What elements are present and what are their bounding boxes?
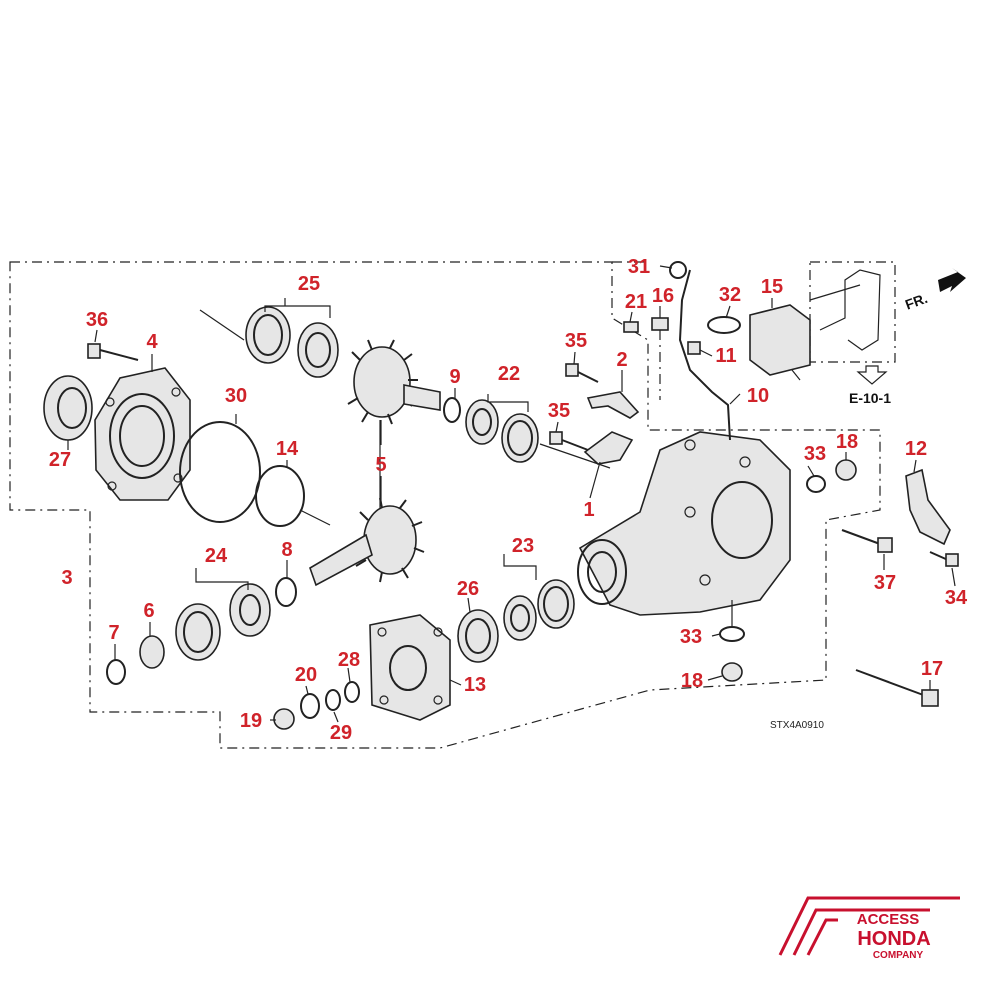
callout-1: 1 — [583, 499, 594, 521]
drawing-code: STX4A0910 — [770, 720, 824, 731]
callout-15: 15 — [761, 276, 783, 298]
callout-34: 34 — [945, 587, 968, 609]
part-18-plug-lower — [721, 662, 743, 682]
callout-numbers: 1 2 3 4 5 6 7 8 9 10 11 12 13 14 15 16 1… — [49, 256, 968, 744]
callout-35-lower: 35 — [548, 400, 570, 422]
callout-33-lower: 33 — [680, 626, 702, 648]
callout-37: 37 — [874, 572, 896, 594]
part-32-clamp — [707, 316, 741, 334]
part-4-cover — [94, 367, 191, 501]
leader-lines — [67, 265, 956, 723]
callout-32: 32 — [719, 284, 741, 306]
brand-line-3: COMPANY — [873, 950, 924, 961]
part-10-harness — [678, 269, 731, 441]
part-11-clip — [687, 341, 701, 355]
callout-4: 4 — [146, 331, 158, 353]
callout-19: 19 — [240, 710, 262, 732]
part-15-module — [749, 304, 811, 381]
callout-11: 11 — [715, 345, 736, 367]
callout-16: 16 — [652, 285, 674, 307]
part-13-housing — [369, 614, 451, 721]
part-9-shim — [443, 397, 461, 423]
callout-28: 28 — [338, 649, 360, 671]
part-6-seal — [139, 635, 165, 669]
part-27-oil-seal — [43, 375, 93, 441]
callout-30: 30 — [225, 385, 247, 407]
transfer-case-housing — [577, 431, 791, 616]
callout-6: 6 — [143, 600, 154, 622]
access-honda-logo: ACCESS HONDA COMPANY — [778, 896, 960, 961]
part-35-bolt-upper — [565, 363, 599, 383]
callout-5: 5 — [375, 454, 386, 476]
part-30-o-ring — [179, 421, 261, 523]
callout-23: 23 — [512, 535, 534, 557]
callout-8: 8 — [281, 539, 292, 561]
callout-26: 26 — [457, 578, 479, 600]
part-23-bearing — [503, 579, 575, 641]
part-36-bolt — [87, 343, 139, 361]
reference-label: E-10-1 — [849, 390, 891, 406]
part-20-washer — [300, 693, 320, 719]
part-31-clip — [669, 261, 687, 279]
part-1-plate — [583, 431, 634, 465]
part-26-bearing — [457, 609, 499, 663]
callout-35-upper: 35 — [565, 330, 587, 352]
part-35-bolt-lower — [549, 431, 589, 451]
callout-25: 25 — [298, 273, 320, 295]
callout-24: 24 — [205, 545, 228, 567]
front-arrow-icon — [938, 268, 966, 292]
callout-12: 12 — [905, 438, 927, 460]
part-21-clip — [623, 321, 639, 333]
part-37-bolt — [841, 529, 893, 553]
part-14-o-ring — [255, 465, 305, 527]
part-19-nut — [273, 708, 295, 730]
part-29-washer — [325, 689, 341, 711]
callout-17: 17 — [921, 658, 943, 680]
sensor-subgroup-boundary — [612, 261, 661, 400]
part-2-bracket — [586, 391, 640, 419]
callout-14: 14 — [276, 438, 299, 460]
brand-line-2: HONDA — [857, 928, 930, 950]
callout-18-upper: 18 — [836, 431, 858, 453]
part-12-bracket — [905, 468, 951, 546]
callout-3: 3 — [61, 567, 72, 589]
part-18-plug-upper — [835, 459, 857, 481]
inset-bracket — [819, 269, 881, 351]
callout-22: 22 — [498, 363, 520, 385]
callout-20: 20 — [295, 664, 317, 686]
callout-9: 9 — [449, 366, 460, 388]
front-label: FR. — [903, 290, 930, 313]
part-7-washer — [106, 659, 126, 685]
part-5-gear-set — [309, 339, 441, 587]
callout-10: 10 — [747, 385, 769, 407]
part-22-bearing — [465, 399, 611, 469]
callout-2: 2 — [616, 349, 627, 371]
callout-33-upper: 33 — [804, 443, 826, 465]
part-28-washer — [344, 681, 360, 703]
brand-line-1: ACCESS — [857, 911, 920, 928]
callout-36: 36 — [86, 309, 108, 331]
reference-arrow-icon — [856, 365, 888, 385]
callout-31: 31 — [628, 256, 650, 278]
part-33-washer-upper — [806, 475, 826, 493]
callout-7: 7 — [108, 622, 119, 644]
part-24-bearing — [175, 583, 271, 661]
callout-21: 21 — [625, 291, 647, 313]
callout-18-lower: 18 — [681, 670, 703, 692]
part-16-clip — [651, 317, 669, 331]
part-8-spacer — [275, 577, 297, 607]
callout-29: 29 — [330, 722, 352, 744]
reference-inset-box — [809, 261, 896, 363]
part-25-bearing — [199, 306, 339, 378]
callout-27: 27 — [49, 449, 71, 471]
part-34-bolt — [929, 551, 959, 567]
callout-13: 13 — [464, 674, 486, 696]
part-33-washer-lower — [719, 626, 745, 642]
